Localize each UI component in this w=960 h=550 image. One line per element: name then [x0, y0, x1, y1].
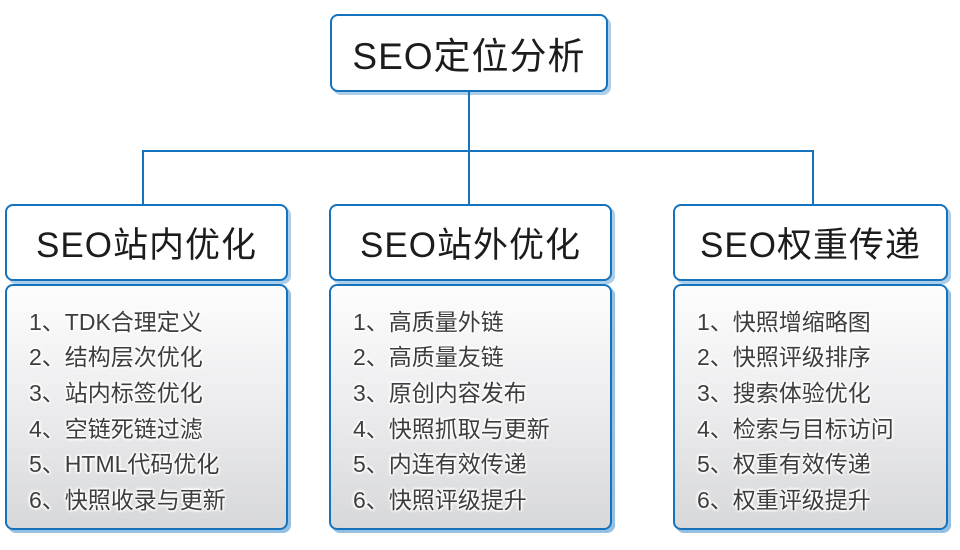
- list-item: 4、空链死链过滤: [29, 415, 203, 442]
- list-item: 4、检索与目标访问: [697, 415, 894, 442]
- list-item: 3、搜索体验优化: [697, 379, 871, 406]
- branch-header-offsite-label: SEO站外优化: [360, 226, 581, 265]
- list-item: 6、快照评级提升: [353, 486, 527, 513]
- branch-panel-weight: 1、快照增缩略图 2、快照评级排序 3、搜索体验优化 4、检索与目标访问 5、权…: [673, 284, 948, 530]
- list-item: 3、原创内容发布: [353, 379, 527, 406]
- branch-header-offsite: SEO站外优化: [329, 204, 612, 281]
- list-item: 2、快照评级排序: [697, 344, 871, 371]
- list-item: 5、权重有效传递: [697, 451, 871, 478]
- list-item: 4、快照抓取与更新: [353, 415, 550, 442]
- list-item: 2、高质量友链: [353, 344, 504, 371]
- root-node: SEO定位分析: [330, 14, 608, 92]
- branch-header-onsite: SEO站内优化: [5, 204, 288, 281]
- branch-header-weight: SEO权重传递: [673, 204, 948, 281]
- list-item: 2、结构层次优化: [29, 344, 203, 371]
- list-item: 5、内连有效传递: [353, 451, 527, 478]
- list-item: 1、快照增缩略图: [697, 308, 871, 335]
- connector-stub-left: [142, 150, 144, 206]
- connector-root-vertical: [468, 92, 470, 152]
- list-item: 3、站内标签优化: [29, 379, 203, 406]
- list-item: 6、快照收录与更新: [29, 486, 226, 513]
- branch-header-onsite-label: SEO站内优化: [36, 226, 257, 265]
- connector-stub-middle: [468, 150, 470, 206]
- connector-horizontal: [142, 150, 814, 152]
- branch-panel-offsite: 1、高质量外链 2、高质量友链 3、原创内容发布 4、快照抓取与更新 5、内连有…: [329, 284, 612, 530]
- list-item: 5、HTML代码优化: [29, 451, 220, 478]
- branch-header-weight-label: SEO权重传递: [700, 226, 921, 265]
- connector-stub-right: [812, 150, 814, 206]
- branch-panel-onsite: 1、TDK合理定义 2、结构层次优化 3、站内标签优化 4、空链死链过滤 5、H…: [5, 284, 288, 530]
- root-node-title: SEO定位分析: [352, 36, 586, 77]
- list-item: 1、TDK合理定义: [29, 308, 203, 335]
- list-item: 1、高质量外链: [353, 308, 504, 335]
- list-item: 6、权重评级提升: [697, 486, 871, 513]
